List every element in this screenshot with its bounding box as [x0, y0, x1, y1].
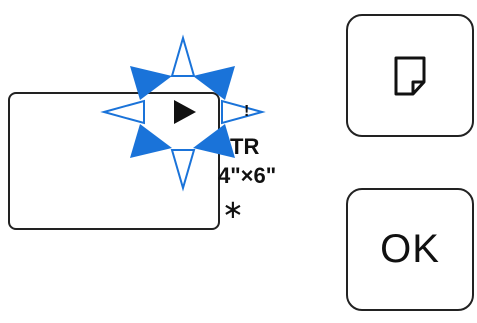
lcd-display-panel	[8, 92, 220, 230]
paper-size-label: 4"×6"	[218, 163, 277, 188]
ray-bottom-left-icon	[130, 124, 172, 158]
ray-bottom-right-icon	[193, 124, 235, 158]
asterisk-indicator: ∗	[222, 194, 244, 224]
ok-button[interactable]: OK	[346, 188, 474, 311]
ok-button-label: OK	[380, 227, 440, 271]
status-glyph: !	[244, 103, 250, 120]
ray-bottom-icon	[170, 149, 196, 192]
ray-top-right-icon	[193, 66, 235, 100]
paper-settings-button[interactable]	[346, 14, 474, 137]
paper-type-label: TR	[230, 134, 260, 159]
ray-right-icon	[221, 99, 266, 125]
ray-top-left-icon	[130, 66, 172, 100]
ray-top-icon	[170, 34, 196, 77]
play-marker-icon	[174, 100, 196, 124]
paper-settings-icon	[394, 56, 426, 95]
ray-left-icon	[100, 99, 145, 125]
